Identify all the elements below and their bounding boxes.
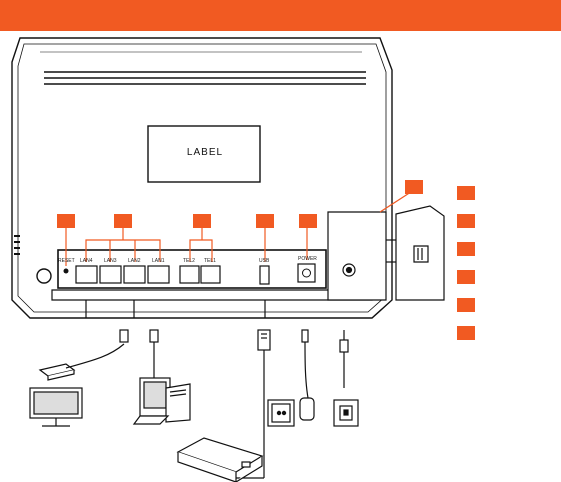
legend-tag-6: [457, 326, 475, 340]
usb-port: [260, 266, 269, 284]
port-label-lan1: LAN1: [152, 258, 165, 264]
usb-storage-icon: [178, 330, 270, 482]
stand: [52, 290, 372, 300]
port-label-tel1: TEL1: [204, 258, 216, 264]
phone-socket-icon: [268, 400, 294, 426]
callout-tag-tel: [193, 214, 211, 228]
port-label-lan2: LAN2: [128, 258, 141, 264]
port-label-lan4: LAN4: [80, 258, 93, 264]
callout-tag-power: [299, 214, 317, 228]
port-label-reset: RESET: [58, 258, 75, 264]
port-label-lan3: LAN3: [104, 258, 117, 264]
callout-tag-cover: [405, 180, 423, 194]
side-cover: [328, 206, 444, 300]
power-adapter-icon: [300, 330, 358, 426]
callout-tag-lan: [114, 214, 132, 228]
callout-tag-usb: [256, 214, 274, 228]
wps-button: [37, 269, 51, 283]
legend-tag-4: [457, 270, 475, 284]
port-label-tel2: TEL2: [183, 258, 195, 264]
reset-hole: [64, 269, 69, 274]
callout-tag-reset: [57, 214, 75, 228]
port-label-usb: USB: [259, 258, 269, 264]
computer-icon: [134, 330, 190, 424]
power-port: [298, 264, 315, 282]
legend-tag-5: [457, 298, 475, 312]
legend-tag-2: [457, 214, 475, 228]
port-label-power: POWER: [298, 256, 317, 262]
stb-tv-icon: [30, 330, 128, 426]
legend-tag-3: [457, 242, 475, 256]
device-label: LABEL: [150, 147, 260, 158]
legend-tag-1: [457, 186, 475, 200]
